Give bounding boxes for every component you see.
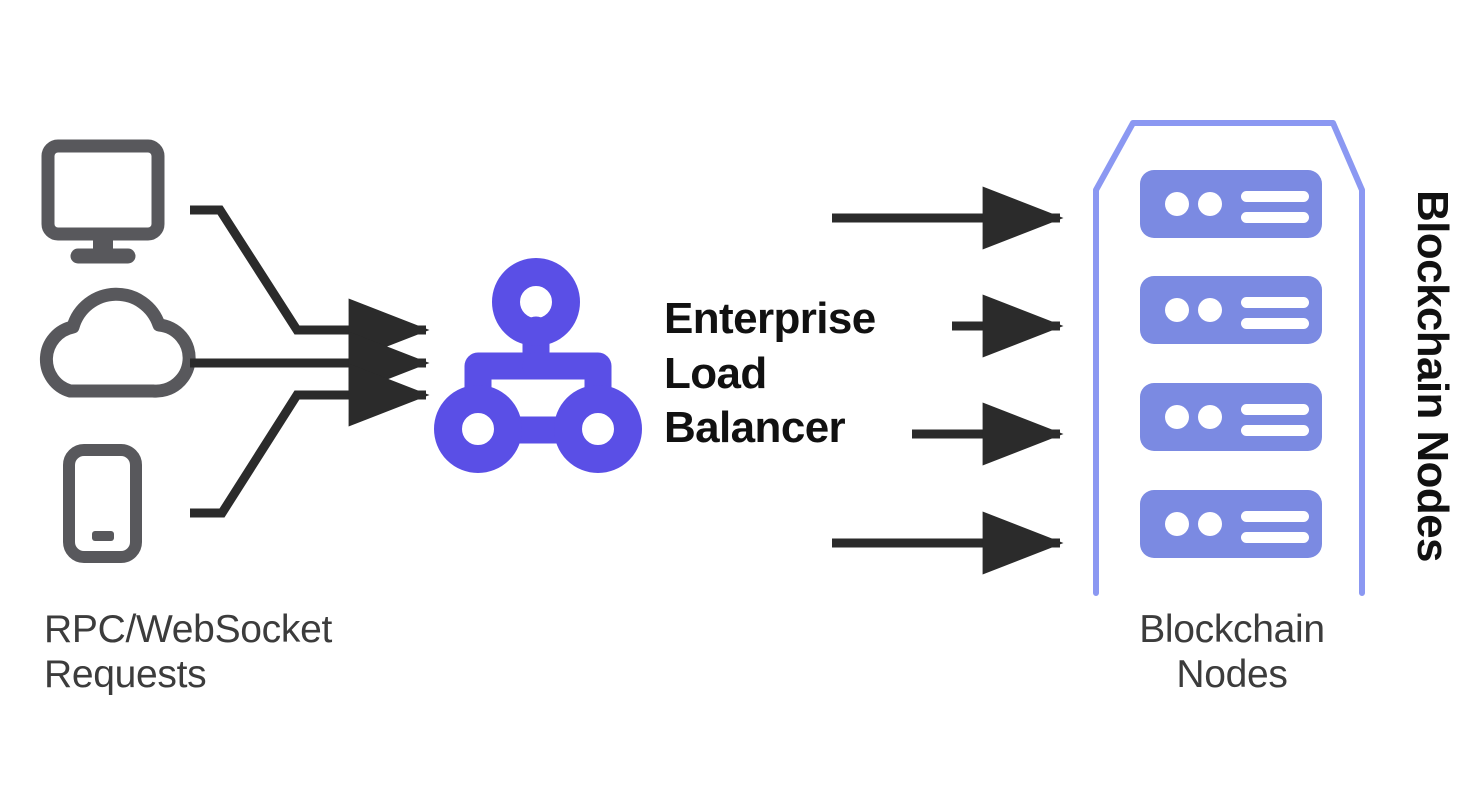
- desktop-monitor-icon: [41, 139, 165, 264]
- server-unit-icon: [1140, 490, 1322, 558]
- inbound-flow-arrows: [190, 205, 430, 518]
- clients-label: RPC/WebSocket Requests: [44, 608, 332, 697]
- blockchain-nodes-label: Blockchain Nodes: [1139, 608, 1325, 697]
- mobile-phone-icon: [63, 444, 142, 563]
- server-unit-icon: [1140, 170, 1322, 238]
- server-unit-icon: [1140, 383, 1322, 451]
- server-unit-icon: [1140, 276, 1322, 344]
- load-balancer-label: Enterprise Load Balancer: [664, 294, 876, 453]
- cloud-icon: [39, 287, 196, 398]
- inbound-arrow-mobile: [190, 363, 430, 518]
- blockchain-nodes-side-label: Blockchain Nodes: [1408, 190, 1457, 562]
- outbound-flow-arrows: [832, 186, 1064, 575]
- load-balancer-topology-icon: [434, 258, 642, 473]
- inbound-arrow-desktop: [190, 205, 430, 362]
- server-rack-frame: [1093, 120, 1365, 596]
